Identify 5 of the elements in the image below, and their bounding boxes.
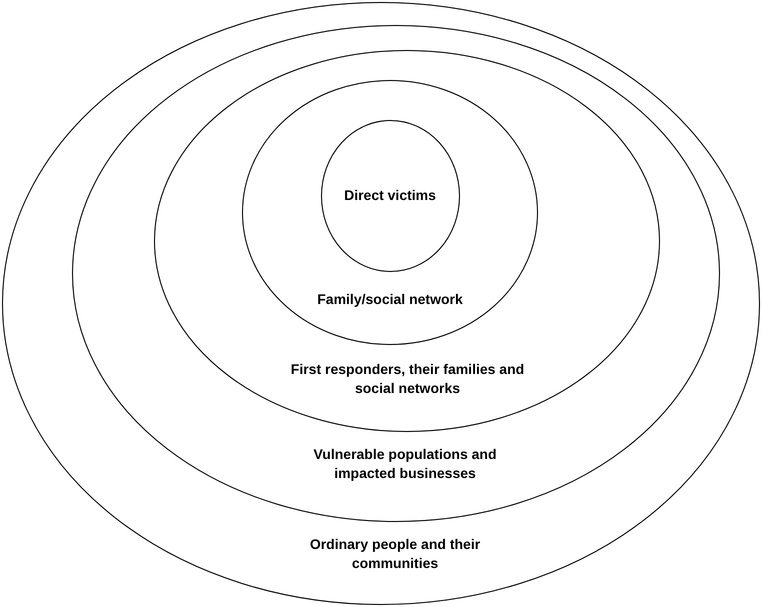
ring-label: Family/social network: [316, 290, 464, 309]
ring-label: First responders, their families and social networks: [290, 360, 526, 398]
ring-label: Direct victims: [343, 186, 437, 205]
ring-label: Vulnerable populations and impacted businesses: [312, 445, 498, 483]
ring-label: Ordinary people and their communities: [308, 535, 482, 573]
